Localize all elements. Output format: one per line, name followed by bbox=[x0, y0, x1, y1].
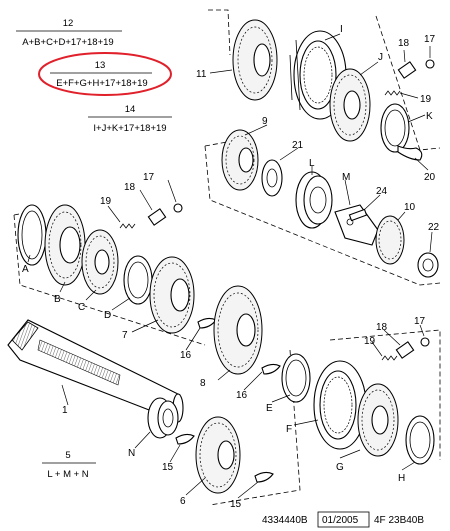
spring-19-left bbox=[119, 223, 136, 229]
synchro-ring-E bbox=[281, 353, 311, 403]
synchro-ring-A bbox=[17, 204, 47, 266]
label-G: G bbox=[336, 462, 344, 473]
label-17-bottom: 17 bbox=[414, 316, 426, 327]
spring-19-bottom bbox=[381, 355, 398, 361]
part-18-top bbox=[397, 61, 417, 79]
synchro-ring-K bbox=[380, 103, 410, 153]
label-7: 7 bbox=[122, 330, 128, 341]
spring-clip-20 bbox=[397, 145, 423, 161]
legend-14[interactable]: 14 I+J+K+17+18+19 bbox=[88, 104, 172, 134]
bolt-24 bbox=[348, 208, 368, 222]
spring-19-top bbox=[384, 90, 401, 96]
gear-B bbox=[44, 204, 86, 286]
hub-G bbox=[357, 383, 399, 457]
legend-5-formula: L + M + N bbox=[47, 469, 88, 480]
footer-date: 01/2005 bbox=[322, 515, 359, 526]
gear-10 bbox=[375, 215, 405, 265]
dashed-frame-left bbox=[13, 209, 206, 346]
label-19-bottom: 19 bbox=[364, 336, 376, 347]
label-15b: 15 bbox=[230, 499, 242, 510]
gear-7 bbox=[149, 256, 195, 334]
hub-C bbox=[81, 229, 119, 295]
legend-5[interactable]: 5 L + M + N bbox=[42, 450, 96, 480]
legend-13-formula: E+F+G+H+17+18+19 bbox=[56, 78, 147, 89]
label-9: 9 bbox=[262, 116, 268, 127]
part-18-left bbox=[147, 208, 167, 226]
label-18-top: 18 bbox=[398, 38, 410, 49]
label-19-top: 19 bbox=[420, 94, 432, 105]
legend-14-number: 14 bbox=[125, 104, 136, 115]
snap-ring-16b bbox=[261, 363, 281, 375]
bearing-L bbox=[295, 171, 333, 229]
label-18-bottom: 18 bbox=[376, 322, 388, 333]
label-22: 22 bbox=[428, 222, 440, 233]
label-20: 20 bbox=[424, 172, 436, 183]
snap-ring-16a bbox=[197, 317, 217, 329]
gear-6 bbox=[195, 416, 241, 494]
synchro-ring-D bbox=[123, 255, 153, 305]
legend-14-formula: I+J+K+17+18+19 bbox=[93, 123, 166, 134]
footer-code: 4F 23B40B bbox=[374, 515, 424, 526]
snap-ring-15b bbox=[254, 471, 274, 483]
label-N: N bbox=[128, 448, 135, 459]
dashed-frame-top bbox=[208, 9, 441, 151]
label-17-left: 17 bbox=[143, 172, 155, 183]
label-11: 11 bbox=[196, 69, 207, 80]
part-17-bottom bbox=[420, 337, 430, 347]
label-10: 10 bbox=[404, 202, 416, 213]
label-E: E bbox=[266, 403, 273, 414]
label-8: 8 bbox=[200, 378, 206, 389]
gear-11 bbox=[232, 19, 278, 101]
label-H: H bbox=[398, 473, 405, 484]
synchro-ring-H bbox=[405, 415, 435, 465]
legend-12[interactable]: 12 A+B+C+D+17+18+19 bbox=[16, 18, 122, 48]
footer-date-box bbox=[317, 511, 370, 528]
label-24: 24 bbox=[376, 186, 388, 197]
leader-lines bbox=[27, 33, 433, 499]
label-6: 6 bbox=[180, 496, 186, 507]
label-18-left: 18 bbox=[124, 182, 136, 193]
legend-13-number: 13 bbox=[95, 60, 106, 71]
washer-21 bbox=[261, 159, 283, 197]
label-15a: 15 bbox=[162, 462, 174, 473]
label-I: I bbox=[340, 24, 343, 35]
label-16a: 16 bbox=[180, 350, 192, 361]
snap-ring-15a bbox=[175, 433, 195, 445]
label-17-top: 17 bbox=[424, 34, 436, 45]
part-17-left bbox=[173, 203, 183, 213]
synchro-sleeve-F bbox=[313, 360, 367, 450]
legend-12-number: 12 bbox=[63, 18, 74, 29]
label-M: M bbox=[342, 172, 350, 183]
label-16b: 16 bbox=[236, 390, 248, 401]
part-18-bottom bbox=[395, 341, 415, 359]
label-K: K bbox=[426, 111, 433, 122]
footer: 4334440B 01/2005 4F 23B40B bbox=[262, 511, 424, 528]
hub-J bbox=[329, 68, 371, 142]
plate-M bbox=[334, 204, 379, 246]
gear-8 bbox=[213, 285, 263, 375]
label-21: 21 bbox=[292, 140, 304, 151]
legend-12-formula: A+B+C+D+17+18+19 bbox=[22, 37, 113, 48]
bearing-N bbox=[147, 397, 179, 439]
nut-22 bbox=[417, 252, 439, 278]
label-F: F bbox=[286, 424, 292, 435]
legend-5-number: 5 bbox=[65, 450, 70, 461]
gear-9 bbox=[221, 129, 259, 191]
label-C: C bbox=[78, 302, 85, 313]
label-B: B bbox=[54, 294, 61, 305]
label-19-left: 19 bbox=[100, 196, 112, 207]
footer-ref: 4334440B bbox=[262, 515, 308, 526]
label-D: D bbox=[104, 310, 111, 321]
label-1: 1 bbox=[62, 405, 68, 416]
label-L: L bbox=[309, 158, 315, 169]
dashed-frame-bottom bbox=[209, 329, 441, 506]
label-J: J bbox=[378, 52, 383, 63]
label-A: A bbox=[22, 264, 29, 275]
highlight-ellipse bbox=[38, 52, 172, 96]
part-17-top bbox=[425, 59, 435, 69]
legend-13[interactable]: 13 E+F+G+H+17+18+19 bbox=[38, 52, 172, 96]
